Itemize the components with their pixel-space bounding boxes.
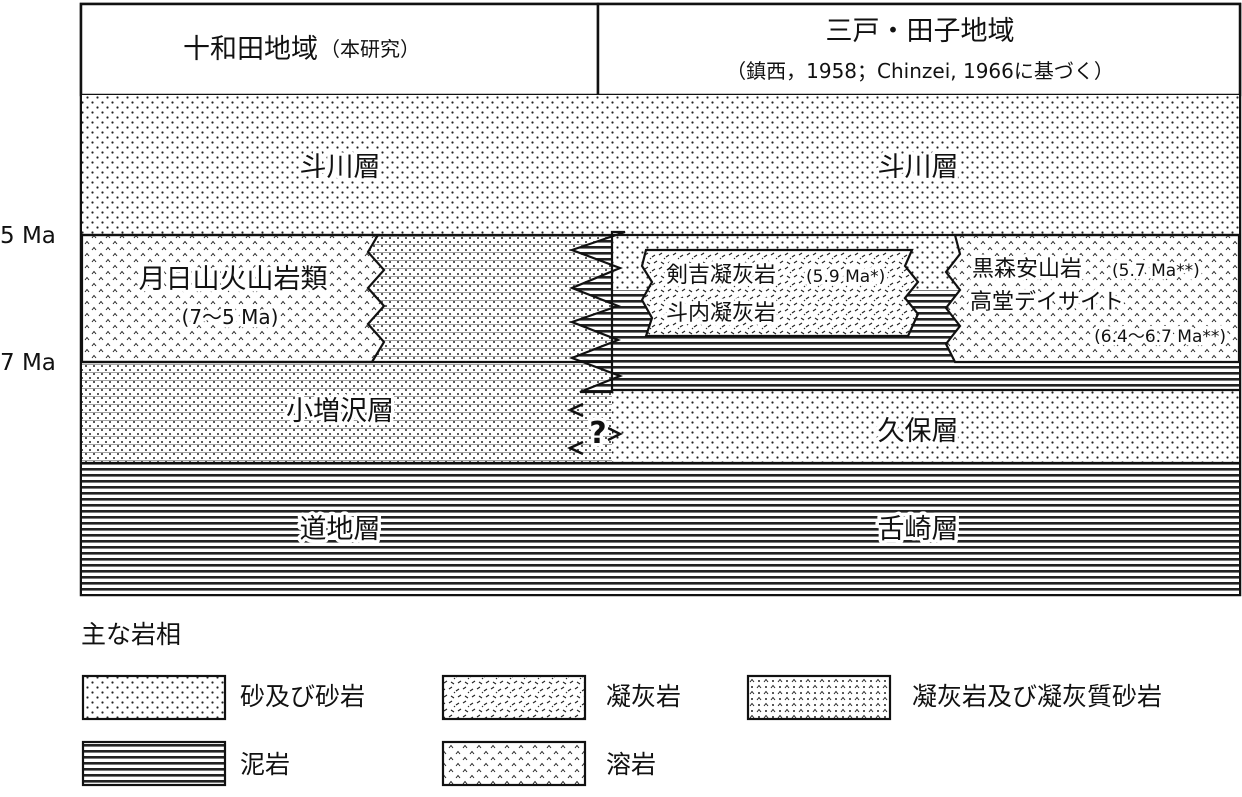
legend-label-tuffaceous-sandstone: 凝灰岩及び凝灰質砂岩 xyxy=(912,682,1162,711)
layer-tokawa xyxy=(82,95,1239,235)
unit-komasuzawa: 小増沢層 xyxy=(286,396,394,427)
legend-swatch-lava xyxy=(441,740,587,787)
legend-swatch-sandstone xyxy=(81,674,227,721)
body-kuromori-takado xyxy=(944,233,1241,364)
header-left-title: 十和田地域 xyxy=(183,34,318,65)
header-right-cell xyxy=(596,2,1242,97)
legend-title: 主な岩相 xyxy=(81,620,181,649)
layer-kubo xyxy=(612,390,1239,463)
unit-shitazaki: 舌崎層 xyxy=(878,514,959,545)
legend-label-lava: 溶岩 xyxy=(606,750,656,779)
unit-tsukihiyama: 月日山火山岩類 xyxy=(139,264,328,295)
unit-uncertain-mark: ? xyxy=(589,416,606,451)
unit-michiji: 道地層 xyxy=(300,514,381,545)
legend-swatch-tuff xyxy=(441,674,587,721)
body-tsukihiyama xyxy=(80,233,386,364)
header-right-note: （鎮西，1958；Chinzei, 1966に基づく） xyxy=(726,59,1114,83)
body-kenyoshi-tonai xyxy=(640,248,920,338)
uncertain-arrow-lower xyxy=(567,440,584,456)
unit-takado-age: (6.4～6.7 Ma**) xyxy=(1094,327,1226,347)
header-left-cell xyxy=(79,2,600,97)
unit-kenyoshi: 剣吉凝灰岩 xyxy=(666,263,776,288)
unit-tonai: 斗内凝灰岩 xyxy=(666,301,776,326)
time-label-7ma: 7 Ma xyxy=(0,350,56,376)
uncertain-arrow-right xyxy=(607,426,623,442)
uncertain-arrow-upper xyxy=(567,402,584,418)
interfinger-mudstone-tongue xyxy=(568,230,626,394)
legend-swatch-mudstone xyxy=(81,740,227,787)
legend-swatch-tuffaceous-sandstone xyxy=(746,674,892,721)
unit-tokawa-left: 斗川層 xyxy=(300,152,381,183)
unit-tsukihiyama-age: (7～5 Ma) xyxy=(182,305,279,329)
unit-kenyoshi-age: (5.9 Ma*) xyxy=(806,267,885,287)
layer-michiji-shitazaki xyxy=(82,463,1239,594)
header-right-title: 三戸・田子地域 xyxy=(826,16,1015,47)
unit-kuromori-age: (5.7 Ma**) xyxy=(1112,261,1200,281)
header-left-note: （本研究） xyxy=(320,37,420,61)
unit-tokawa-right: 斗川層 xyxy=(878,152,959,183)
unit-kuromori: 黒森安山岩 xyxy=(972,257,1082,282)
time-label-5ma: 5 Ma xyxy=(0,223,56,249)
unit-takado: 高堂デイサイト xyxy=(970,290,1124,315)
legend-label-sandstone: 砂及び砂岩 xyxy=(240,682,365,711)
legend-label-mudstone: 泥岩 xyxy=(240,750,290,779)
legend-label-tuff: 凝灰岩 xyxy=(606,682,681,711)
unit-kubo: 久保層 xyxy=(878,416,959,447)
